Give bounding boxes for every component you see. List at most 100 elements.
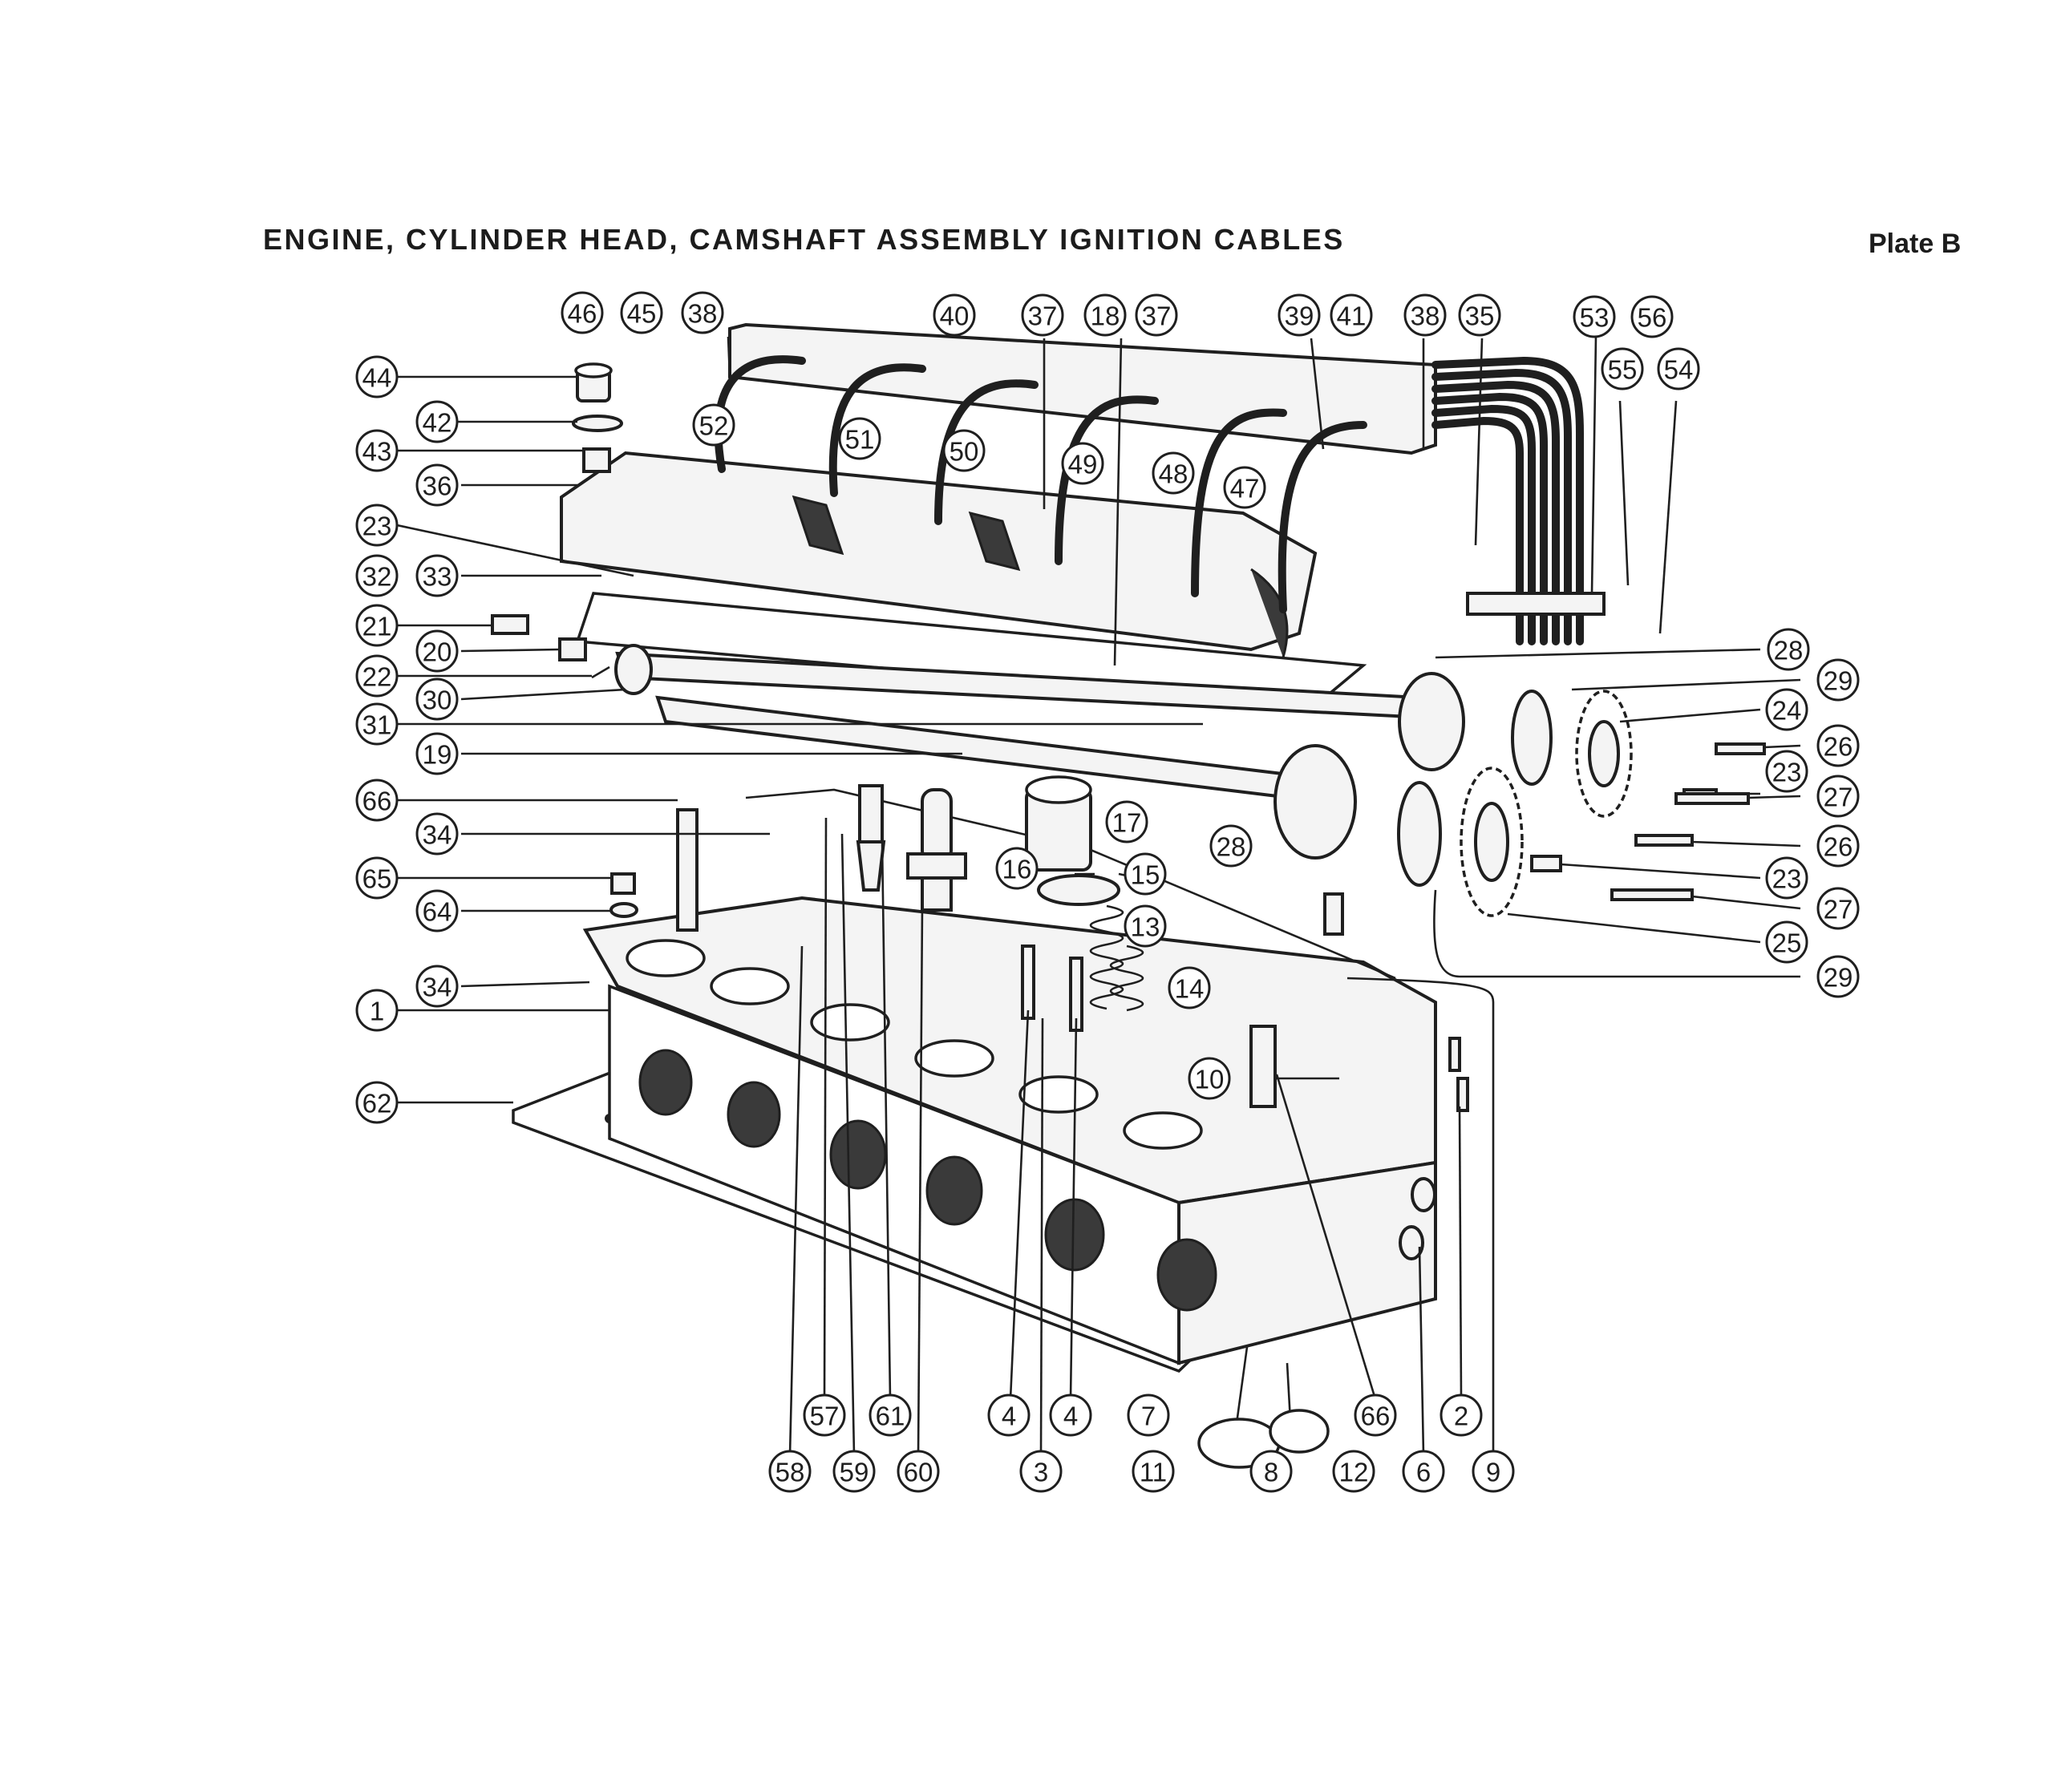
callout-26b: 26: [1816, 824, 1860, 868]
leader-lines: [396, 336, 1801, 1456]
callout-number: 28: [1217, 832, 1246, 862]
callout-circle: [1765, 920, 1808, 964]
callout-circle: [415, 965, 459, 1008]
callout-number: 9: [1486, 1458, 1500, 1487]
callout-number: 25: [1772, 928, 1802, 958]
callout-34a: 34: [415, 812, 459, 856]
callout-circle: [1816, 775, 1860, 818]
callout-circle: [1816, 955, 1860, 998]
callout-number: 23: [1772, 864, 1802, 894]
key-22: [591, 665, 610, 679]
callout-number: 1: [370, 997, 384, 1026]
callout-circle: [1105, 800, 1148, 843]
callout-number: 46: [568, 299, 597, 329]
callout-54: 54: [1657, 347, 1700, 390]
callout-29a: 29: [1816, 658, 1860, 702]
callout-number: 62: [362, 1089, 392, 1118]
cover-ribs: [792, 495, 1289, 658]
callout-number: 52: [699, 411, 729, 441]
callout-circle: [415, 678, 459, 721]
callout-61: 61: [869, 1394, 912, 1437]
sprocket-flange-29: [1397, 690, 1553, 887]
callout-circle: [1472, 1450, 1515, 1493]
callout-number: 32: [362, 562, 392, 592]
callout-28b: 28: [1209, 824, 1253, 868]
callout-circle: [415, 629, 459, 673]
callout-59: 59: [832, 1450, 876, 1493]
callout-number: 36: [423, 471, 452, 501]
callout-circle: [1132, 1450, 1175, 1493]
callout-circle: [415, 554, 459, 597]
callout-number: 61: [876, 1402, 905, 1431]
tappet-adjuster-21: [491, 614, 529, 635]
callout-number: 3: [1034, 1458, 1048, 1487]
callout-35: 35: [1458, 293, 1501, 337]
callout-number: 26: [1824, 732, 1853, 762]
callout-number: 45: [627, 299, 657, 329]
callout-38b: 38: [1403, 293, 1447, 337]
callout-57: 57: [803, 1394, 846, 1437]
callout-27b: 27: [1816, 887, 1860, 930]
callout-circle: [1402, 1450, 1445, 1493]
callout-circle: [1601, 347, 1644, 390]
callout-number: 59: [840, 1458, 869, 1487]
tappet-17: [1025, 775, 1092, 872]
callout-number: 33: [423, 562, 452, 592]
callout-circle: [355, 604, 399, 647]
washer-42: [572, 415, 623, 432]
callout-circle: [1124, 904, 1167, 948]
callout-circle: [1249, 1450, 1293, 1493]
callout-circle: [1135, 293, 1178, 337]
callout-40: 40: [933, 293, 976, 337]
callout-number: 17: [1112, 808, 1142, 838]
callout-37a: 37: [1021, 293, 1064, 337]
callout-3: 3: [1019, 1450, 1063, 1493]
callout-circle: [838, 417, 881, 460]
callout-number: 6: [1416, 1458, 1431, 1487]
nut-65: [610, 872, 636, 895]
nut-43: [582, 447, 611, 473]
callout-circle: [1458, 293, 1501, 337]
callout-circle: [995, 847, 1039, 890]
callout-number: 2: [1454, 1402, 1468, 1431]
callout-circle: [1168, 966, 1211, 1009]
callout-circle: [1278, 293, 1321, 337]
callout-circle: [1330, 293, 1373, 337]
callout-number: 21: [362, 612, 392, 641]
callout-circle: [355, 1081, 399, 1124]
plug-adaptor-61: [856, 784, 886, 892]
ignition-cables: [714, 355, 1584, 645]
callout-52: 52: [692, 403, 735, 447]
callout-number: 64: [423, 897, 452, 927]
callout-10: 10: [1188, 1057, 1231, 1100]
callout-60: 60: [897, 1450, 940, 1493]
plugs-6: [1399, 1177, 1436, 1260]
callout-circle: [1049, 1394, 1092, 1437]
callout-number: 29: [1824, 963, 1853, 993]
callout-65: 65: [355, 856, 399, 900]
callout-50: 50: [942, 429, 986, 472]
callout-41: 41: [1330, 293, 1373, 337]
washer-64: [609, 902, 638, 918]
callout-18: 18: [1083, 293, 1127, 337]
callout-number: 28: [1774, 636, 1804, 665]
callout-number: 8: [1264, 1458, 1278, 1487]
callout-34b: 34: [415, 965, 459, 1008]
callout-number: 50: [950, 437, 979, 467]
callout-30: 30: [415, 678, 459, 721]
callout-17: 17: [1105, 800, 1148, 843]
callout-number: 38: [688, 299, 718, 329]
callout-circle: [1021, 293, 1064, 337]
callout-number: 29: [1824, 666, 1853, 696]
camshaft-cover-36: [560, 451, 1318, 652]
callout-circle: [620, 291, 663, 334]
callout-number: 41: [1337, 301, 1367, 331]
callout-circle: [1188, 1057, 1231, 1100]
callout-13: 13: [1124, 904, 1167, 948]
callout-circle: [1061, 442, 1104, 485]
cam-cover-gasket-34: [745, 788, 1396, 980]
callout-66b: 66: [1354, 1394, 1397, 1437]
callout-number: 66: [1361, 1402, 1391, 1431]
callout-circle: [415, 400, 459, 443]
